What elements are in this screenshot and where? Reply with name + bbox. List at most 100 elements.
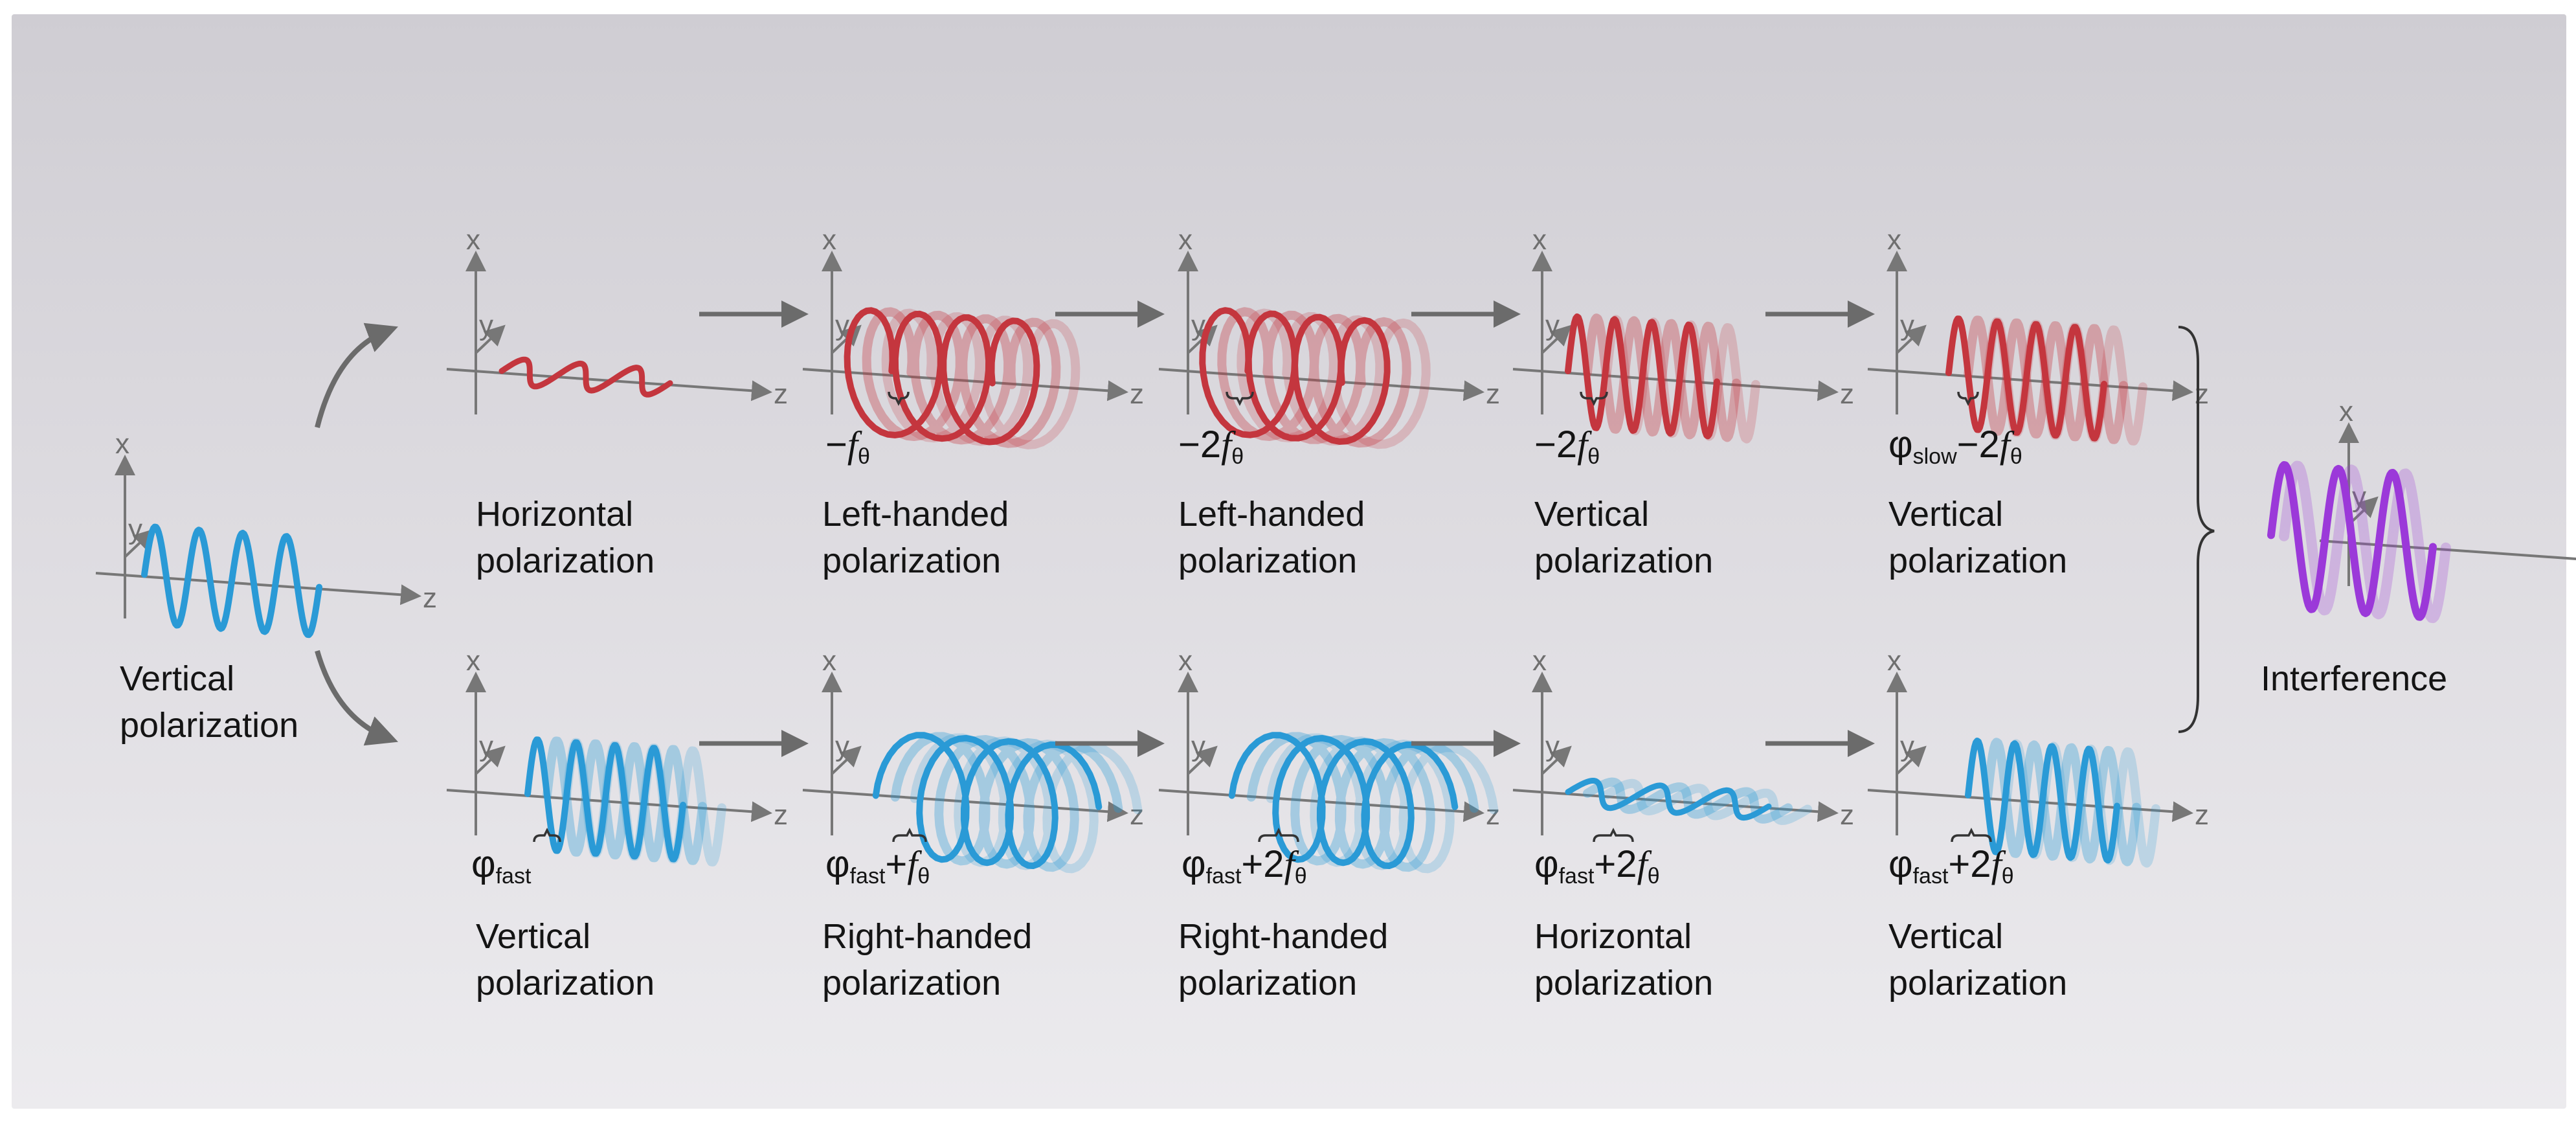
phi-sub: fast — [495, 864, 532, 889]
x-axis-label: x — [1887, 224, 1901, 256]
top-caption-4: Vertical polarization — [1534, 491, 1713, 584]
phi: φ — [1534, 843, 1559, 885]
vertical-wave — [1945, 315, 2107, 442]
x-axis-label: x — [1532, 645, 1547, 677]
ghost-wave — [890, 732, 1123, 872]
z-axis-label: z — [1486, 378, 1500, 410]
x-axis-label: x — [466, 224, 480, 256]
caption-line1: Horizontal — [476, 495, 634, 534]
phase-brace — [892, 828, 927, 843]
y-axis-label: y — [1545, 730, 1560, 762]
f: f — [1221, 424, 1232, 466]
z-axis-label: z — [1486, 799, 1500, 831]
phi-sub: fast — [1558, 864, 1595, 889]
z-axis-label: z — [1840, 378, 1854, 410]
ghost-wave — [1583, 777, 1793, 824]
f: f — [1284, 843, 1295, 885]
x-axis-label: x — [1532, 224, 1547, 256]
coef: + — [885, 843, 908, 885]
phase-symbol-top-5: φslow−2fθ — [1888, 424, 2022, 477]
caption-line2: polarization — [1178, 541, 1358, 580]
coef: +2 — [1594, 843, 1637, 885]
x-axis-label: x — [2339, 396, 2353, 427]
caption-line1: Vertical — [1888, 495, 2004, 534]
y-axis-label: y — [1191, 310, 1205, 341]
phase-brace — [1957, 391, 1979, 406]
phi-sub: fast — [1912, 864, 1949, 889]
y-axis-label: y — [1900, 310, 1914, 341]
axes-group — [446, 251, 772, 414]
ghost-wave — [1602, 778, 1812, 825]
theta: θ — [1647, 864, 1660, 889]
x-axis-label: x — [1887, 645, 1901, 677]
y-axis-label: y — [1545, 310, 1560, 341]
f: f — [1999, 424, 2010, 466]
phase-symbol-bottom-2: φfast+fθ — [825, 844, 930, 897]
bottom-caption-2: Right-handed polarization — [822, 913, 1032, 1006]
x-axis-label: x — [822, 645, 836, 677]
y-axis — [1187, 745, 1218, 775]
combine-brace — [2178, 326, 2215, 733]
coef: +2 — [1948, 843, 1991, 885]
caption-line2: polarization — [476, 964, 655, 1002]
y-axis-label: y — [835, 310, 849, 341]
coef: −2 — [1178, 424, 1222, 466]
f: f — [1637, 843, 1648, 885]
z-axis-label: z — [1130, 799, 1144, 831]
y-axis-label: y — [1900, 730, 1914, 762]
phi: φ — [471, 843, 496, 885]
x-axis-label: x — [466, 645, 480, 677]
z-axis-label: z — [774, 378, 788, 410]
ghost-wave — [1246, 732, 1479, 872]
y-axis — [1896, 324, 1927, 354]
caption-line1: Right-handed — [1178, 917, 1389, 956]
caption-line1: Left-handed — [822, 495, 1009, 534]
caption-line2: polarization — [1178, 964, 1358, 1002]
theta: θ — [2001, 864, 2014, 889]
caption-line1: Right-handed — [822, 917, 1033, 956]
phase-brace — [1580, 391, 1608, 406]
y-axis-label: y — [128, 514, 142, 545]
caption-line2: polarization — [822, 964, 1002, 1002]
y-axis-label: y — [479, 310, 493, 341]
y-axis — [1541, 745, 1572, 775]
phase-symbol-bottom-3: φfast+2fθ — [1182, 844, 1307, 897]
theta: θ — [2010, 444, 2022, 469]
caption-line1: Vertical — [1888, 917, 2004, 956]
z-axis — [802, 368, 1128, 402]
caption-line1: Vertical — [1534, 495, 1650, 534]
phi-sub: fast — [849, 864, 886, 889]
z-axis-label: z — [774, 799, 788, 831]
bottom-caption-3: Right-handed polarization — [1178, 913, 1388, 1006]
caption-line2: polarization — [476, 541, 655, 580]
caption-line1: Vertical — [476, 917, 591, 956]
vertical-wave — [1565, 313, 1720, 440]
caption-line2: polarization — [1534, 541, 1714, 580]
z-axis-label: z — [2195, 799, 2209, 831]
figure-panel — [12, 14, 2566, 1109]
y-axis — [475, 745, 506, 775]
theta: θ — [858, 444, 870, 469]
y-axis — [831, 745, 862, 775]
theta: θ — [917, 864, 930, 889]
phase-symbol-top-2: −fθ — [825, 424, 870, 477]
input-caption-line1: Vertical — [120, 659, 235, 698]
x-axis-label: x — [115, 428, 129, 460]
x-axis-label: x — [1178, 645, 1193, 677]
x-axis-label: x — [822, 224, 836, 256]
input-caption: Vertical polarization — [120, 655, 298, 749]
caption-line2: polarization — [1534, 964, 1714, 1002]
phi-sub: fast — [1205, 864, 1242, 889]
right-circular-wave — [872, 732, 1103, 869]
z-axis — [1158, 368, 1484, 402]
caption-line2: polarization — [1888, 964, 2068, 1002]
y-axis-label: y — [2352, 481, 2366, 513]
z-axis-label: z — [423, 582, 437, 614]
left-circular-wave — [844, 307, 1040, 446]
theta: θ — [1231, 444, 1244, 469]
z-axis — [1512, 368, 1839, 402]
y-axis-label: y — [835, 730, 849, 762]
